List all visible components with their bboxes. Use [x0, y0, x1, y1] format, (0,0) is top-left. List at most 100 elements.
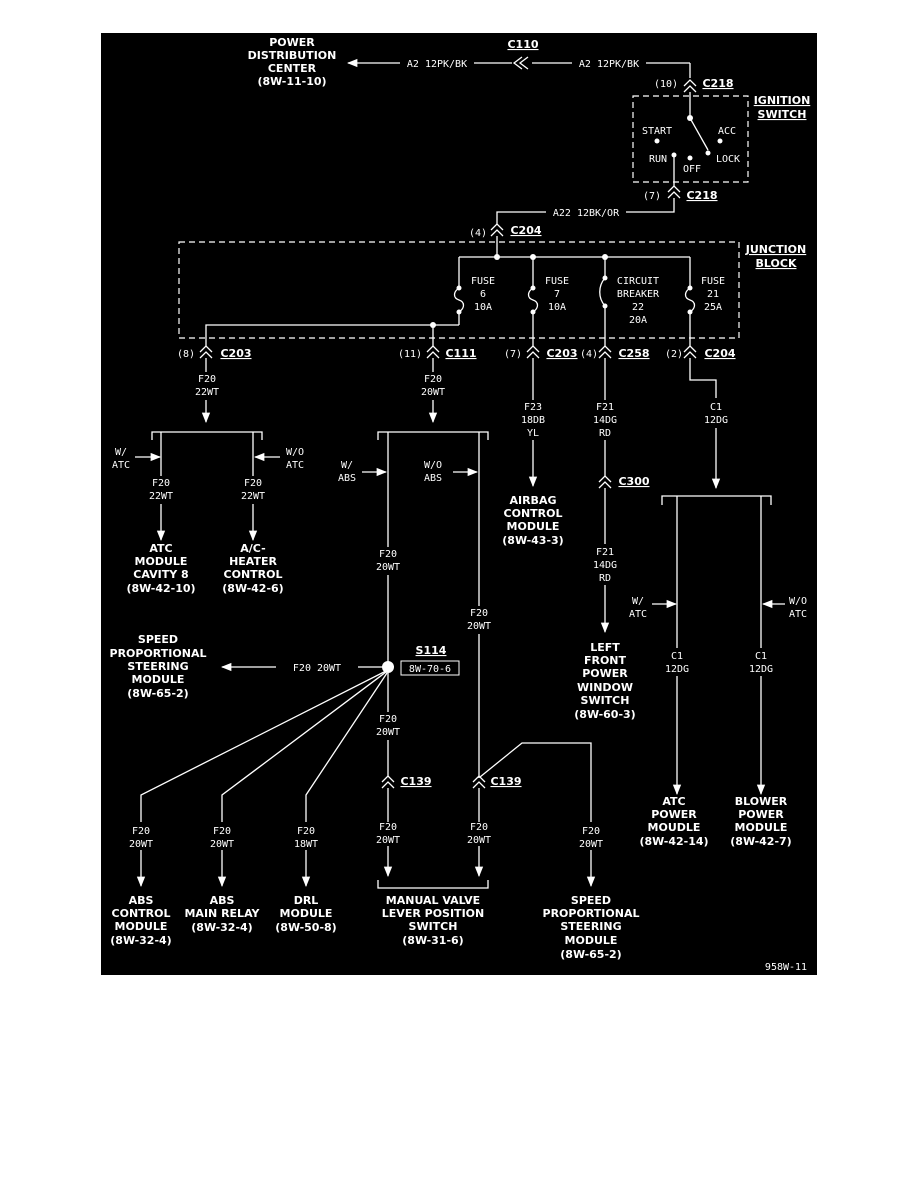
svg-text:F20: F20	[213, 826, 231, 837]
fuse-6	[453, 257, 465, 325]
c258-pin: (4)	[580, 349, 598, 360]
svg-text:DISTRIBUTION: DISTRIBUTION	[248, 49, 337, 62]
svg-text:(8W-43-3): (8W-43-3)	[502, 534, 563, 547]
svg-text:W/: W/	[115, 447, 127, 458]
svg-text:CAVITY 8: CAVITY 8	[133, 568, 188, 581]
abs-control-module-label: ABS CONTROL MODULE (8W-32-4)	[110, 894, 171, 947]
svg-text:ATC: ATC	[286, 460, 304, 471]
c139a-label: C139	[400, 775, 431, 788]
svg-text:WINDOW: WINDOW	[577, 681, 633, 694]
ac-heater-control-label: A/C- HEATER CONTROL (8W-42-6)	[222, 542, 283, 595]
left-front-power-window-switch-label: LEFT FRONT POWER WINDOW SWITCH (8W-60-3)	[574, 641, 635, 721]
wire-f20-18wt-drl: F20 18WT	[294, 826, 318, 850]
pdc-label: POWER DISTRIBUTION CENTER (8W-11-10)	[248, 36, 337, 88]
svg-text:14DG: 14DG	[593, 560, 617, 571]
c203b-label: C203	[546, 347, 577, 360]
svg-text:14DG: 14DG	[593, 415, 617, 426]
fuse-21-label: FUSE 21 25A	[701, 276, 725, 313]
svg-text:MODULE: MODULE	[115, 920, 168, 933]
svg-text:(8W-42-10): (8W-42-10)	[126, 582, 195, 595]
svg-text:20WT: 20WT	[376, 562, 400, 573]
svg-text:CENTER: CENTER	[268, 62, 317, 75]
svg-text:LEFT: LEFT	[590, 641, 620, 654]
svg-text:10A: 10A	[548, 302, 566, 313]
c218-top-label: C218	[702, 77, 733, 90]
svg-text:STEERING: STEERING	[127, 660, 188, 673]
c111-pin: (11)	[398, 349, 422, 360]
svg-text:ATC: ATC	[789, 609, 807, 620]
svg-text:20WT: 20WT	[421, 387, 445, 398]
svg-text:22WT: 22WT	[241, 491, 265, 502]
wire-f20-20wt-speed-bottom: F20 20WT	[579, 826, 603, 850]
svg-text:BLOWER: BLOWER	[735, 795, 788, 808]
wire-f20-20wt-abs: F20 20WT	[376, 549, 400, 573]
svg-text:F20: F20	[470, 608, 488, 619]
svg-text:F20: F20	[379, 714, 397, 725]
svg-text:PROPORTIONAL: PROPORTIONAL	[110, 647, 207, 660]
svg-text:20WT: 20WT	[129, 839, 153, 850]
c203-connector-a	[199, 345, 213, 359]
wire-f20-20wt-manual-b: F20 20WT	[467, 822, 491, 846]
wire-c1-12dg-a: C1 12DG	[704, 402, 728, 426]
svg-text:25A: 25A	[704, 302, 722, 313]
svg-text:7: 7	[554, 289, 560, 300]
svg-text:BLOCK: BLOCK	[756, 257, 797, 270]
c218-top-connector	[683, 79, 697, 93]
svg-text:W/O: W/O	[286, 447, 304, 458]
svg-text:BREAKER: BREAKER	[617, 289, 660, 300]
svg-text:SWITCH: SWITCH	[409, 920, 458, 933]
svg-text:(8W-65-2): (8W-65-2)	[560, 948, 621, 961]
svg-text:FUSE: FUSE	[701, 276, 725, 287]
svg-text:ABS: ABS	[129, 894, 154, 907]
svg-text:(8W-32-4): (8W-32-4)	[110, 934, 171, 947]
svg-text:SWITCH: SWITCH	[581, 694, 630, 707]
c258-label: C258	[618, 347, 649, 360]
manual-valve-switch-label: MANUAL VALVE LEVER POSITION SWITCH (8W-3…	[382, 894, 484, 947]
ign-run: RUN	[649, 154, 667, 165]
c258-connector	[598, 345, 612, 359]
svg-text:MODULE: MODULE	[280, 907, 333, 920]
c218-bottom-label: C218	[686, 189, 717, 202]
svg-text:YL: YL	[527, 428, 539, 439]
svg-text:21: 21	[707, 289, 719, 300]
svg-text:F20: F20	[582, 826, 600, 837]
svg-text:F23: F23	[524, 402, 542, 413]
wire-f21-14dg-rd-a: F21 14DG RD	[593, 402, 617, 439]
c110-label: C110	[507, 38, 538, 51]
ign-lock: LOCK	[716, 154, 740, 165]
a2-wire-label-right: A2 12PK/BK	[579, 59, 639, 70]
svg-text:F20: F20	[424, 374, 442, 385]
svg-text:20WT: 20WT	[467, 835, 491, 846]
svg-text:20WT: 20WT	[210, 839, 234, 850]
svg-text:20WT: 20WT	[467, 621, 491, 632]
svg-text:22: 22	[632, 302, 644, 313]
svg-text:(8W-60-3): (8W-60-3)	[574, 708, 635, 721]
svg-text:POWER: POWER	[269, 36, 315, 49]
svg-text:SWITCH: SWITCH	[758, 108, 807, 121]
svg-text:20WT: 20WT	[579, 839, 603, 850]
svg-text:POWER: POWER	[738, 808, 784, 821]
s114-splice-dot	[382, 661, 394, 673]
abs-main-relay-label: ABS MAIN RELAY (8W-32-4)	[184, 894, 260, 934]
circuit-breaker-22-label: CIRCUIT BREAKER 22 20A	[617, 276, 660, 326]
wire-f23-18db-yl: F23 18DB YL	[521, 402, 545, 439]
svg-text:F21: F21	[596, 402, 614, 413]
a22-wire-label: A22 12BK/OR	[553, 208, 620, 219]
svg-text:RD: RD	[599, 573, 611, 584]
wire-f20-20wt-no-abs: F20 20WT	[467, 608, 491, 632]
svg-text:HEATER: HEATER	[229, 555, 277, 568]
svg-text:MODULE: MODULE	[735, 821, 788, 834]
fuse-7	[527, 257, 539, 346]
wire-f20-20wt-manual-a: F20 20WT	[376, 822, 400, 846]
svg-text:(8W-42-14): (8W-42-14)	[639, 835, 708, 848]
svg-text:SPEED: SPEED	[571, 894, 611, 907]
c110-connector	[512, 56, 532, 70]
svg-text:C1: C1	[755, 651, 767, 662]
svg-text:POWER: POWER	[582, 667, 628, 680]
fuse-21	[684, 257, 696, 346]
svg-text:W/O: W/O	[789, 596, 807, 607]
svg-text:PROPORTIONAL: PROPORTIONAL	[543, 907, 640, 920]
wo-atc-left-label: W/O ATC	[286, 447, 304, 471]
svg-text:JUNCTION: JUNCTION	[745, 243, 806, 256]
